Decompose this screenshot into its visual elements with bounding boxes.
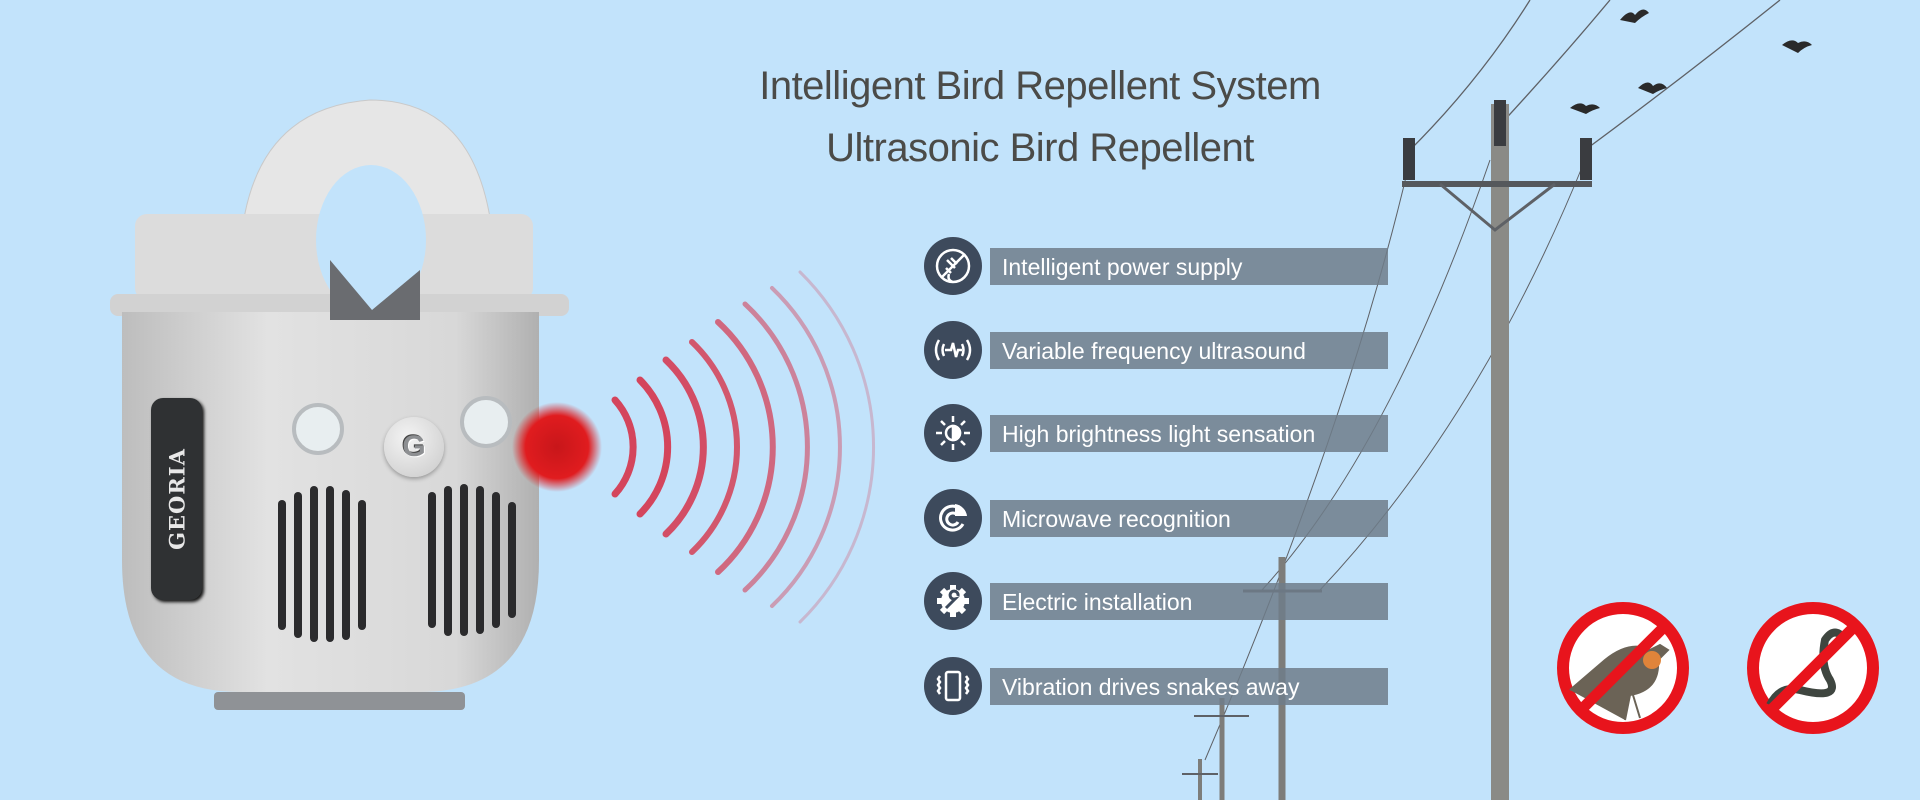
no-snakes-icon [1747, 602, 1879, 734]
feature-item: Intelligent power supply [924, 237, 1394, 295]
power-poles [1182, 0, 1781, 800]
feature-label: Electric installation [1002, 589, 1193, 615]
speaker-grille [278, 484, 516, 642]
ultrasonic-waves [611, 270, 876, 624]
led-light [460, 396, 512, 448]
feature-item: Vibration drives snakes away [924, 657, 1394, 715]
ultrasound-wave-icon [924, 321, 982, 379]
brightness-sun-icon [924, 404, 982, 462]
feature-item: Variable frequency ultrasound [924, 321, 1394, 379]
led-light [292, 403, 344, 455]
power-plug-icon [924, 237, 982, 295]
emitter-dot [512, 402, 602, 492]
brand-name: GEORIA [164, 448, 189, 550]
gear-wrench-icon [924, 572, 982, 630]
feature-label: Intelligent power supply [1002, 254, 1243, 280]
feature-label: Microwave recognition [1002, 506, 1231, 532]
feature-label: Vibration drives snakes away [1002, 674, 1300, 700]
no-birds-icon [1557, 602, 1689, 734]
feature-item: Microwave recognition [924, 489, 1394, 547]
feature-label: Variable frequency ultrasound [1002, 338, 1306, 364]
feature-label: High brightness light sensation [1002, 421, 1316, 447]
headline-subtitle: Ultrasonic Bird Repellent [826, 126, 1254, 170]
feature-item: Electric installation [924, 572, 1394, 630]
feature-item: High brightness light sensation [924, 404, 1394, 462]
vibration-icon [924, 657, 982, 715]
brand-label-plate: GEORIA [151, 398, 202, 600]
power-button: G [384, 417, 444, 477]
headline-title: Intelligent Bird Repellent System [759, 64, 1321, 108]
radar-icon [924, 489, 982, 547]
bird-repellent-device [110, 99, 876, 710]
button-letter: G [402, 430, 426, 463]
flying-birds [1570, 9, 1812, 114]
